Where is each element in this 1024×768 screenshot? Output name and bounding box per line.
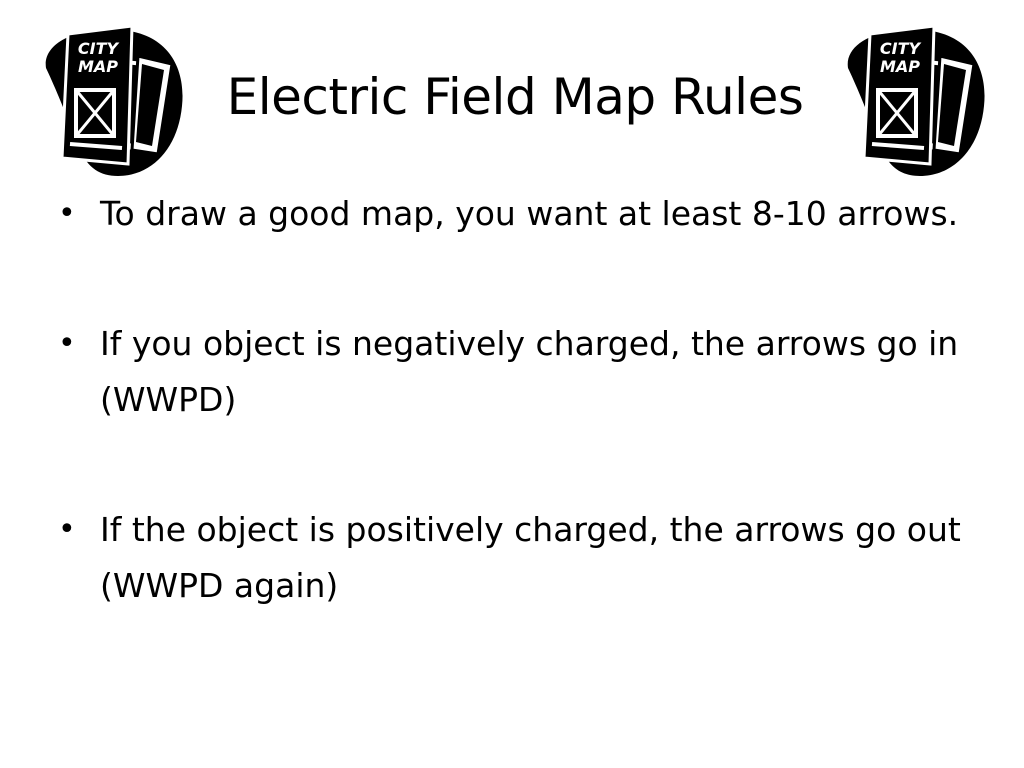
logo-text-line2: MAP <box>78 57 118 76</box>
bullet-icon: • <box>58 196 76 231</box>
bullet-icon: • <box>58 512 76 547</box>
logo-text-line1: CITY <box>78 39 120 58</box>
bullet-icon: • <box>58 326 76 361</box>
bullet-item: • To draw a good map, you want at least … <box>58 186 978 242</box>
bullet-text: If the object is positively charged, the… <box>100 510 961 605</box>
city-map-icon: CITY MAP <box>842 20 992 180</box>
bullet-item: • If the object is positively charged, t… <box>58 502 978 614</box>
bullet-item: • If you object is negatively charged, t… <box>58 316 978 428</box>
logo-text-line1: CITY <box>880 39 922 58</box>
city-map-icon: CITY MAP <box>40 20 190 180</box>
slide-title: Electric Field Map Rules <box>226 68 804 126</box>
bullet-list: • To draw a good map, you want at least … <box>58 186 978 614</box>
logo-text-line2: MAP <box>880 57 920 76</box>
bullet-text: If you object is negatively charged, the… <box>100 324 959 419</box>
bullet-text: To draw a good map, you want at least 8-… <box>100 194 959 233</box>
